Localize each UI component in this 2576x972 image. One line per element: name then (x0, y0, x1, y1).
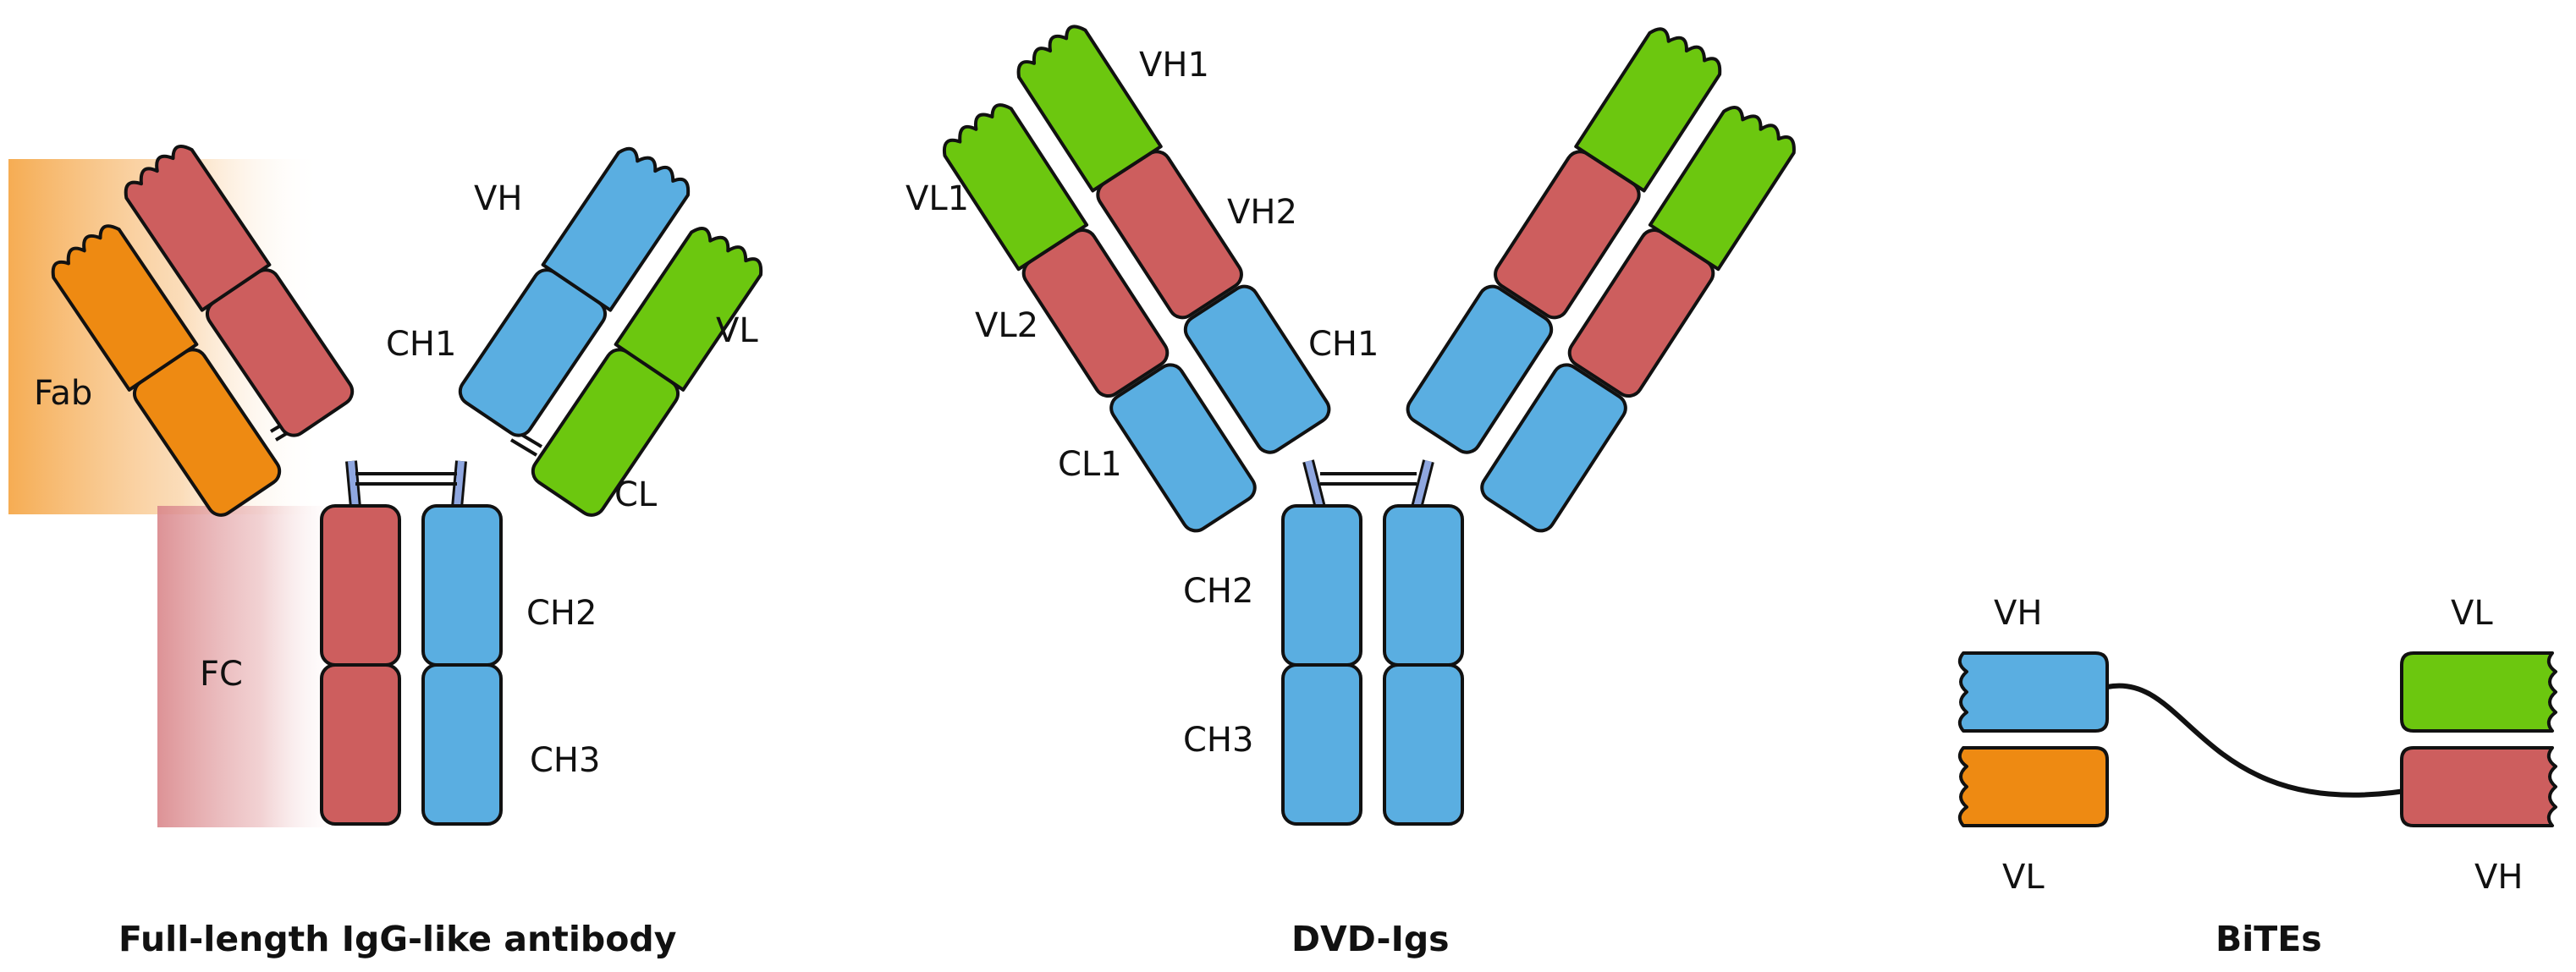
bites-right-vl (2400, 651, 2557, 733)
label-fab: Fab (34, 374, 92, 413)
dvd-left-light-cl1 (1109, 363, 1257, 533)
igg-green-vl (614, 227, 763, 392)
label-dvd-ch1: CH1 (1308, 325, 1379, 364)
label-bites-vl-top: VL (2451, 594, 2493, 633)
dvd-ch2-right (1383, 504, 1464, 667)
igg-panel: Fab FC VH CH1 VL CL CH2 CH3 Full-length … (8, 145, 763, 959)
dvd-left-heavy-ch1 (1183, 284, 1331, 454)
label-vl1: VL1 (905, 179, 969, 218)
label-vh1: VH1 (1139, 46, 1209, 85)
label-vl: VL (716, 311, 758, 350)
dvd-ch3-right (1383, 663, 1464, 826)
label-bites-vh-bottom: VH (2474, 858, 2523, 897)
dvd-hinge (1302, 459, 1434, 509)
label-vh2: VH2 (1227, 193, 1297, 232)
dvd-left-heavy-vh1 (1016, 25, 1163, 193)
bites-right-vh (2400, 746, 2557, 827)
dvd-ch3-left (1281, 663, 1362, 826)
dvd-left-arm (942, 25, 1331, 533)
dvd-right-heavy-ch1 (1406, 284, 1554, 454)
label-dvd-ch3: CH3 (1183, 721, 1253, 760)
igg-ch3-blue (421, 663, 503, 826)
dvd-right-heavy-vh1 (1574, 27, 1722, 193)
label-fc: FC (200, 655, 243, 694)
bites-panel: VH VL VL VH BiTEs (1957, 594, 2557, 959)
label-vh: VH (474, 179, 522, 218)
igg-ch3-red (320, 663, 401, 826)
label-ch3: CH3 (530, 741, 600, 780)
label-cl1: CL1 (1058, 445, 1122, 484)
bites-left-vl (1957, 746, 2109, 827)
caption-igg: Full-length IgG-like antibody (118, 919, 676, 959)
bites-linker (2106, 683, 2421, 798)
label-dvd-ch2: CH2 (1183, 572, 1253, 611)
igg-right-arm (458, 146, 763, 517)
dvd-left-light-vl1 (942, 103, 1089, 272)
label-ch2: CH2 (526, 594, 597, 633)
dvd-ch2-left (1281, 504, 1362, 667)
dvd-right-light-vl1 (1648, 105, 1796, 272)
igg-left-arm (51, 145, 355, 517)
label-cl: CL (614, 475, 658, 514)
igg-ch2-red (320, 504, 401, 667)
dvd-right-light-cl1 (1480, 363, 1627, 533)
label-ch1: CH1 (386, 325, 456, 364)
dvd-right-arm (1406, 27, 1796, 533)
igg-blue-vh (541, 146, 691, 312)
igg-orange-vl (51, 224, 199, 392)
dvd-panel: VH1 VL1 VH2 VL2 CH1 CL1 CH2 CH3 DVD-Igs (905, 25, 1796, 959)
label-bites-vh-top: VH (1994, 594, 2042, 633)
label-vl2: VL2 (975, 306, 1038, 345)
fc-region-shading (157, 506, 347, 827)
bites-left-vh (1957, 651, 2109, 733)
igg-red-vh (124, 145, 272, 312)
caption-dvd: DVD-Igs (1291, 919, 1450, 959)
label-bites-vl-bottom: VL (2002, 858, 2045, 897)
caption-bites: BiTEs (2215, 919, 2322, 959)
igg-ch2-blue (421, 504, 503, 667)
